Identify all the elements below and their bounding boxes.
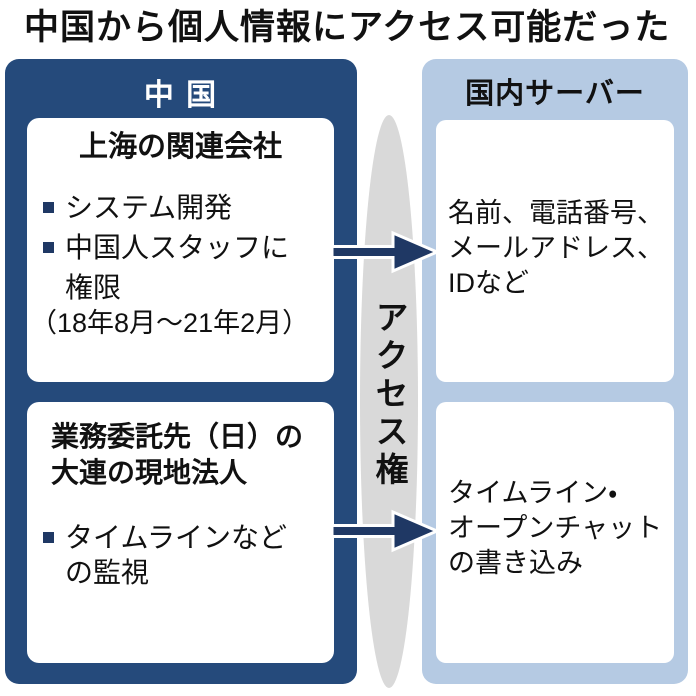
square-bullet-icon (43, 202, 54, 213)
dalian-subsidiary-heading: 業務委託先（日）の 大連の現地法人 (51, 421, 304, 488)
timeline-posts-card: タイムライン・ オープンチャット の書き込み (436, 402, 674, 663)
domestic-server-panel-header: 国内サーバー (465, 78, 645, 110)
bullet-text: 中国人スタッフに 権限 (65, 232, 290, 303)
personal-info-card: 名前、電話番号、 メールアドレス、 IDなど (436, 120, 674, 382)
shanghai-affiliate-card: 上海の関連会社 システム開発 中国人スタッフに 権限 （18年8月～21年2月） (27, 118, 334, 382)
shanghai-affiliate-heading: 上海の関連会社 (78, 131, 282, 163)
china-panel-header: 中 国 (143, 79, 219, 112)
dalian-subsidiary-bullets: タイムラインなど の監視 (27, 518, 334, 590)
shanghai-affiliate-bullets: システム開発 中国人スタッフに 権限 （18年8月～21年2月） (27, 188, 334, 338)
page-title: 中国から個人情報にアクセス可能だった (24, 8, 671, 47)
bullet-text: タイムラインなど の監視 (65, 522, 288, 588)
dalian-subsidiary-card: 業務委託先（日）の 大連の現地法人 タイムラインなど の監視 (27, 402, 334, 663)
bullet-item-timeline-monitoring: タイムラインなど の監視 (43, 518, 334, 590)
square-bullet-icon (43, 242, 54, 253)
bullet-item-staff-authority: 中国人スタッフに 権限 (43, 228, 334, 308)
access-rights-label: アクセス権 (371, 299, 408, 490)
personal-info-text: 名前、電話番号、 メールアドレス、 IDなど (448, 198, 664, 298)
arrow-right-icon (331, 509, 441, 553)
access-rights-ellipse: アクセス権 (360, 115, 418, 688)
arrow-right-icon (331, 230, 441, 274)
square-bullet-icon (43, 532, 54, 543)
timeline-posts-text: タイムライン・ オープンチャット の書き込み (448, 478, 663, 578)
bullet-text: システム開発 (65, 192, 233, 223)
bullet-item-system-dev: システム開発 (43, 188, 334, 228)
authority-period-note: （18年8月～21年2月） (30, 308, 310, 338)
